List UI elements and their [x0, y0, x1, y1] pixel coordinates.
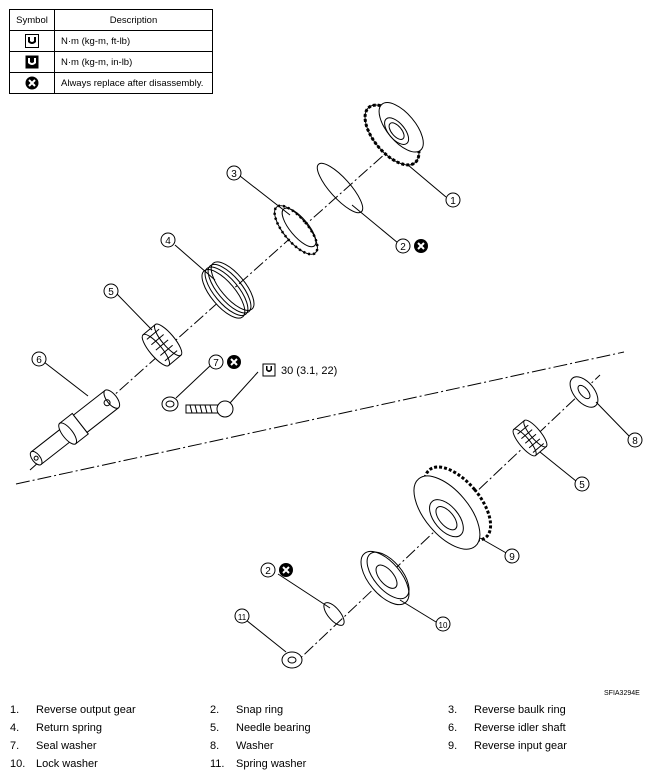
seal-washer	[161, 396, 179, 412]
legend-item: 7.Seal washer	[10, 740, 97, 752]
callouts: 1 2 3 4 5 6 7 30 (3.1, 22) 8 5 9 10 2 11	[31, 165, 643, 632]
leader-4	[174, 244, 216, 281]
spring-washer	[281, 651, 303, 669]
return-spring	[201, 261, 255, 319]
legend-item: 9.Reverse input gear	[448, 740, 567, 752]
leader-1	[407, 164, 447, 198]
svg-text:7: 7	[213, 358, 219, 369]
figure-id: SFIA3294E	[604, 690, 640, 697]
always-replace-icon	[227, 355, 241, 369]
torque-value: 30 (3.1, 22)	[281, 365, 337, 377]
washer	[569, 376, 599, 408]
legend-item: 1.Reverse output gear	[10, 704, 136, 716]
reverse-baulk-ring	[273, 204, 319, 256]
callout-10: 10	[435, 616, 451, 632]
legend-item: 2.Snap ring	[210, 704, 284, 716]
always-replace-icon	[414, 239, 428, 253]
svg-text:6: 6	[36, 355, 42, 366]
svg-text:11: 11	[238, 613, 247, 622]
legend-item: 10.Lock washer	[10, 758, 98, 770]
reverse-output-gear	[363, 102, 424, 167]
callout-6: 6	[31, 351, 47, 367]
lower-axis-line	[289, 374, 601, 669]
leader-8	[595, 401, 631, 438]
leader-2-upper	[351, 204, 399, 244]
svg-text:5: 5	[579, 480, 585, 491]
svg-text:5: 5	[108, 287, 114, 298]
torque-nm-ftlb-icon	[25, 34, 39, 48]
legend-item: 3.Reverse baulk ring	[448, 704, 566, 716]
callout-3: 3	[226, 165, 242, 181]
callout-8: 8	[627, 432, 643, 448]
svg-text:9: 9	[509, 552, 515, 563]
legend-item: 5.Needle bearing	[210, 722, 311, 734]
lock-washer	[360, 550, 410, 606]
svg-text:1: 1	[450, 196, 456, 207]
legend-item: 8.Washer	[210, 740, 274, 752]
callout-9: 9	[504, 548, 520, 564]
symbol-table: Symbol Description N·m (kg-m, ft-lb) N·m…	[9, 9, 213, 94]
torque-nm-ftlb-icon	[262, 363, 276, 377]
snap-ring-lower	[323, 602, 345, 626]
always-replace-icon	[279, 563, 293, 577]
description-cell: Always replace after disassembly.	[54, 72, 213, 94]
needle-bearing-lower	[512, 419, 548, 457]
separator-line	[15, 351, 625, 485]
leader-3	[239, 175, 291, 216]
leader-6	[43, 361, 89, 397]
leader-5-lower	[539, 451, 577, 482]
callout-1: 1	[445, 192, 461, 208]
leader-10	[399, 599, 437, 623]
callout-2-upper: 2	[395, 238, 411, 254]
svg-text:3: 3	[231, 169, 237, 180]
symbol-cell	[9, 30, 55, 52]
svg-text:4: 4	[165, 236, 171, 247]
callout-5-upper: 5	[103, 283, 119, 299]
reverse-input-gear	[413, 465, 493, 550]
svg-text:8: 8	[632, 436, 638, 447]
callout-5-lower: 5	[574, 476, 590, 492]
reverse-idler-shaft	[29, 389, 121, 466]
callout-4: 4	[160, 232, 176, 248]
leader-5-upper	[116, 293, 153, 331]
torque-nm-inlb-icon	[25, 55, 39, 69]
leader-7	[175, 363, 213, 399]
needle-bearing-upper	[141, 323, 183, 367]
leader-2-lower	[277, 573, 331, 609]
callout-7: 7	[208, 354, 224, 370]
legend-item: 4.Return spring	[10, 722, 103, 734]
svg-text:2: 2	[400, 242, 406, 253]
svg-text:10: 10	[439, 621, 448, 630]
exploded-view-diagram: 1 2 3 4 5 6 7 30 (3.1, 22) 8 5 9 10 2 11	[15, 102, 643, 669]
callout-11: 11	[234, 608, 250, 624]
symbol-cell	[9, 72, 55, 94]
always-replace-icon	[25, 76, 39, 90]
leader-torque	[229, 371, 259, 404]
legend-item: 6.Reverse idler shaft	[448, 722, 566, 734]
snap-ring-upper	[316, 162, 364, 214]
leader-11	[245, 619, 287, 653]
legend-item: 11.Spring washer	[210, 758, 307, 770]
parts-legend: 1.Reverse output gear 2.Snap ring 3.Reve…	[10, 704, 650, 776]
callout-2-lower: 2	[260, 562, 276, 578]
bolt	[185, 400, 234, 418]
svg-text:2: 2	[265, 566, 271, 577]
leader-9	[479, 537, 509, 555]
